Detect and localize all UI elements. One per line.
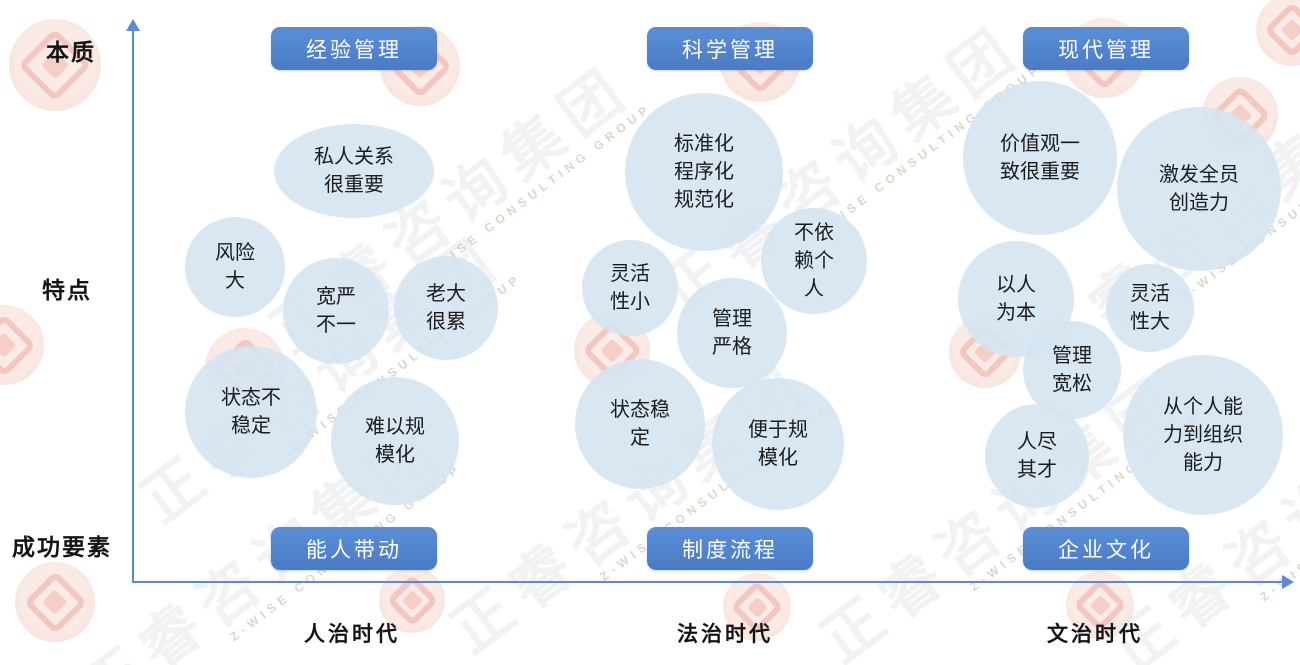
bubble: 灵活 性大 [1106,264,1194,352]
success-factor-label: 制度流程 [647,527,813,570]
axis-label-essence: 本质 [46,39,96,65]
x-axis-line [132,581,1284,583]
y-axis-line [132,30,134,582]
bubble: 标准化 程序化 规范化 [625,93,783,251]
essence-label: 科学管理 [647,27,813,70]
bubble: 状态稳 定 [575,359,705,489]
brand-seal-icon [15,562,95,642]
era-label: 人治时代 [304,623,400,646]
watermark-text: 正睿咨询集团 Z-WISE CONSULTING GROUP [120,208,524,545]
x-axis-arrow-icon [1282,575,1294,589]
bubble: 从个人能 力到组织 能力 [1123,355,1283,515]
bubble: 私人关系 很重要 [274,124,434,218]
bubble: 管理 宽松 [1023,321,1121,419]
bubble: 难以规 模化 [331,377,459,505]
bubble: 价值观一 致很重要 [963,81,1117,235]
era-label: 文治时代 [1047,623,1143,646]
bubble: 宽严 不一 [283,258,389,364]
bubble: 便于规 模化 [712,378,844,510]
bubble: 不依 赖个 人 [761,208,867,314]
axis-label-traits: 特点 [42,277,92,303]
bubble: 灵活 性小 [582,240,678,336]
bubble: 风险 大 [185,217,285,317]
brand-seal-icon [1256,0,1300,66]
bubble: 管理 严格 [677,278,787,388]
essence-label: 现代管理 [1023,27,1189,70]
essence-label: 经验管理 [271,27,437,70]
brand-seal-icon [0,305,44,385]
axis-label-success: 成功要素 [12,534,112,560]
success-factor-label: 企业文化 [1023,527,1189,570]
bubble: 状态不 稳定 [185,346,317,478]
bubble: 人尽 其才 [985,404,1089,508]
y-axis-arrow-icon [126,19,140,31]
bubble: 激发全员 创造力 [1117,107,1281,271]
bubble: 老大 很累 [394,256,498,360]
era-label: 法治时代 [677,623,773,646]
success-factor-label: 能人带动 [271,527,437,570]
